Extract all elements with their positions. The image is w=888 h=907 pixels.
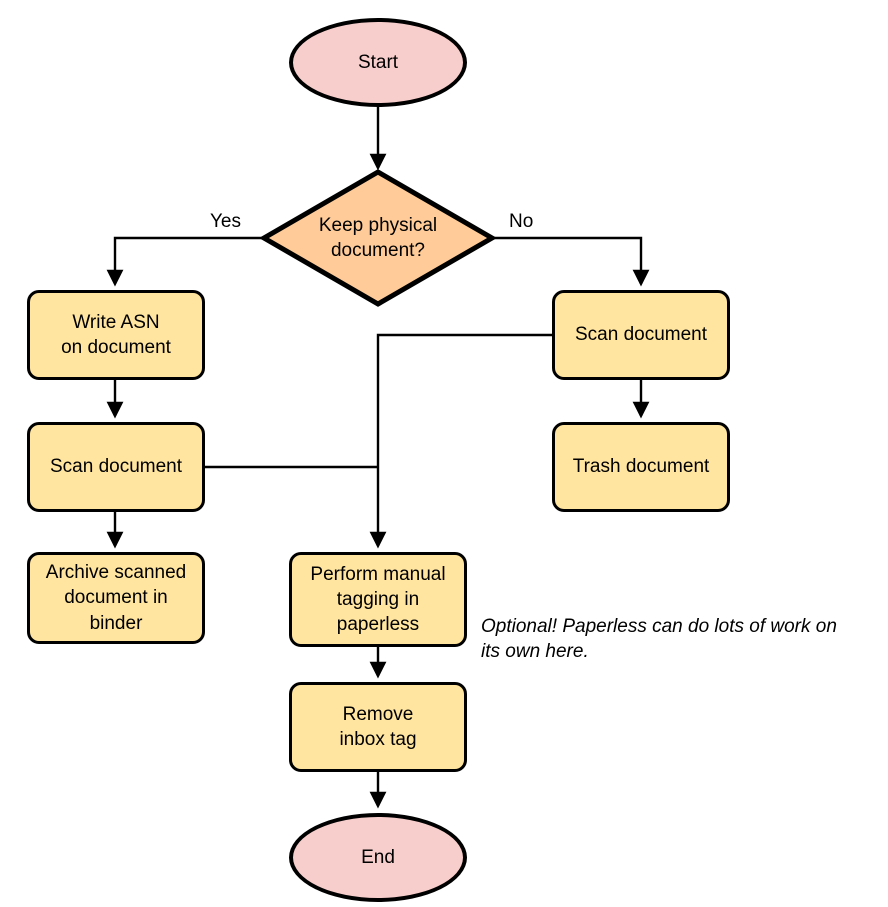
node-perform-manual-tagging[interactable]: Perform manual tagging in paperless xyxy=(289,552,467,647)
node-trash-document[interactable]: Trash document xyxy=(552,422,730,512)
node-start-label: Start xyxy=(357,51,399,73)
edge-label-yes: Yes xyxy=(210,211,241,233)
annotation-optional-note: Optional! Paperless can do lots of work … xyxy=(481,588,881,665)
edge-decision-to-scan-right xyxy=(492,236,650,287)
node-remove-inbox-tag[interactable]: Remove inbox tag xyxy=(289,682,467,772)
node-end[interactable]: End xyxy=(289,813,467,902)
node-trash-document-label: Trash document xyxy=(572,456,710,478)
edge-label-yes-text: Yes xyxy=(210,211,241,232)
node-decision[interactable]: Keep physical document? xyxy=(278,205,478,271)
node-write-asn-label: Write ASN on document xyxy=(61,311,171,358)
edge-scan-right-to-tagging xyxy=(369,333,552,549)
node-write-asn[interactable]: Write ASN on document xyxy=(27,290,205,380)
edge-decision-to-write-asn xyxy=(106,236,264,287)
edge-label-no-text: No xyxy=(509,211,534,232)
node-perform-manual-tagging-label: Perform manual tagging in paperless xyxy=(310,563,446,636)
node-archive-scanned-document[interactable]: Archive scanned document in binder xyxy=(27,552,205,644)
node-scan-document-left[interactable]: Scan document xyxy=(27,422,205,512)
node-decision-label: Keep physical document? xyxy=(318,214,438,261)
edge-label-no: No xyxy=(509,211,533,233)
node-scan-document-right-label: Scan document xyxy=(574,324,708,346)
node-scan-document-right[interactable]: Scan document xyxy=(552,290,730,380)
node-remove-inbox-tag-label: Remove inbox tag xyxy=(339,703,417,750)
node-archive-scanned-document-label: Archive scanned document in binder xyxy=(45,562,187,634)
node-start[interactable]: Start xyxy=(289,18,467,107)
node-scan-document-left-label: Scan document xyxy=(49,456,183,478)
annotation-optional-note-text: Optional! Paperless can do lots of work … xyxy=(481,615,837,663)
node-end-label: End xyxy=(361,846,395,868)
